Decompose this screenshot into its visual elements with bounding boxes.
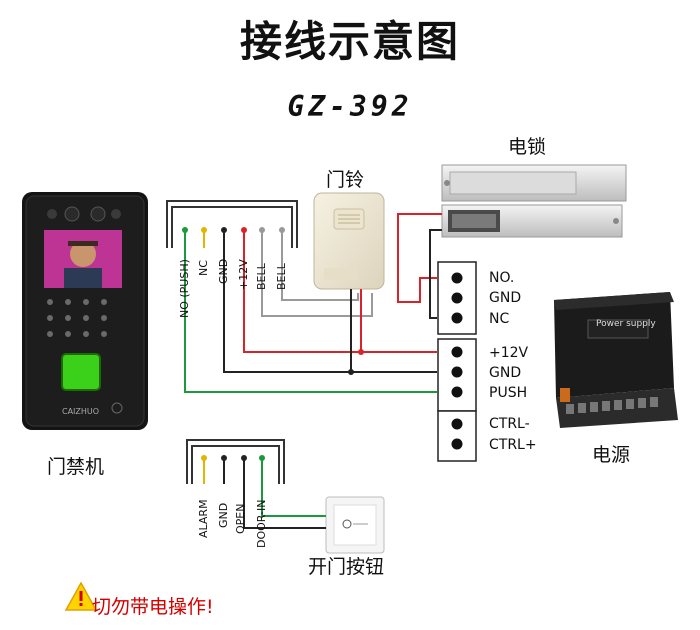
device-connector <box>166 200 298 248</box>
doorbell-label: 门铃 <box>326 169 365 191</box>
button-terminal-gnd: GND <box>217 502 230 528</box>
device-terminal-12v: +12V <box>237 259 250 290</box>
terminal-no: NO. <box>489 270 515 286</box>
warning-icon <box>64 581 98 611</box>
psu-brand: Power supply <box>596 319 656 329</box>
wire-dots <box>182 227 364 461</box>
exit-button-device <box>325 496 385 554</box>
device-terminal-gnd: GND <box>217 258 230 284</box>
device-terminal-no-push: NO (PUSH) <box>178 259 191 318</box>
terminal-gnd-2: GND <box>489 365 522 381</box>
lock-label: 电锁 <box>508 136 547 158</box>
power-supply-device <box>554 292 678 428</box>
doorbell-device <box>313 192 385 290</box>
wires <box>184 213 442 529</box>
terminal-ctrl-minus: CTRL- <box>489 416 530 432</box>
access-device-label: 门禁机 <box>47 456 105 478</box>
warning-text: 切勿带电操作! <box>92 596 214 618</box>
device-terminal-nc: NC <box>197 260 210 276</box>
terminal-ctrl-plus: CTRL+ <box>489 437 537 453</box>
diagram-title: 接线示意图 <box>239 17 460 66</box>
model-number: GZ-392 <box>287 90 413 123</box>
power-supply-label: 电源 <box>592 444 631 466</box>
button-terminal-open: OPEN <box>234 503 247 534</box>
terminal-push: PUSH <box>489 385 528 401</box>
power-terminal-block <box>437 261 477 462</box>
device-brand: CAIZHUO <box>62 407 100 416</box>
terminal-nc: NC <box>489 311 510 327</box>
electric-lock-device <box>441 164 627 238</box>
terminal-gnd-1: GND <box>489 290 522 306</box>
device-terminal-bell-2: BELL <box>275 263 288 290</box>
button-connector <box>186 439 285 484</box>
access-control-device <box>22 192 148 430</box>
fingerprint-sensor <box>61 353 101 391</box>
terminal-12v: +12V <box>489 345 529 361</box>
exit-button-label: 开门按钮 <box>308 556 385 578</box>
button-terminal-alarm: ALARM <box>197 499 210 538</box>
device-terminal-bell-1: BELL <box>255 263 268 290</box>
button-terminal-door-in: DOOR-IN <box>255 499 268 548</box>
keypad <box>47 299 107 337</box>
